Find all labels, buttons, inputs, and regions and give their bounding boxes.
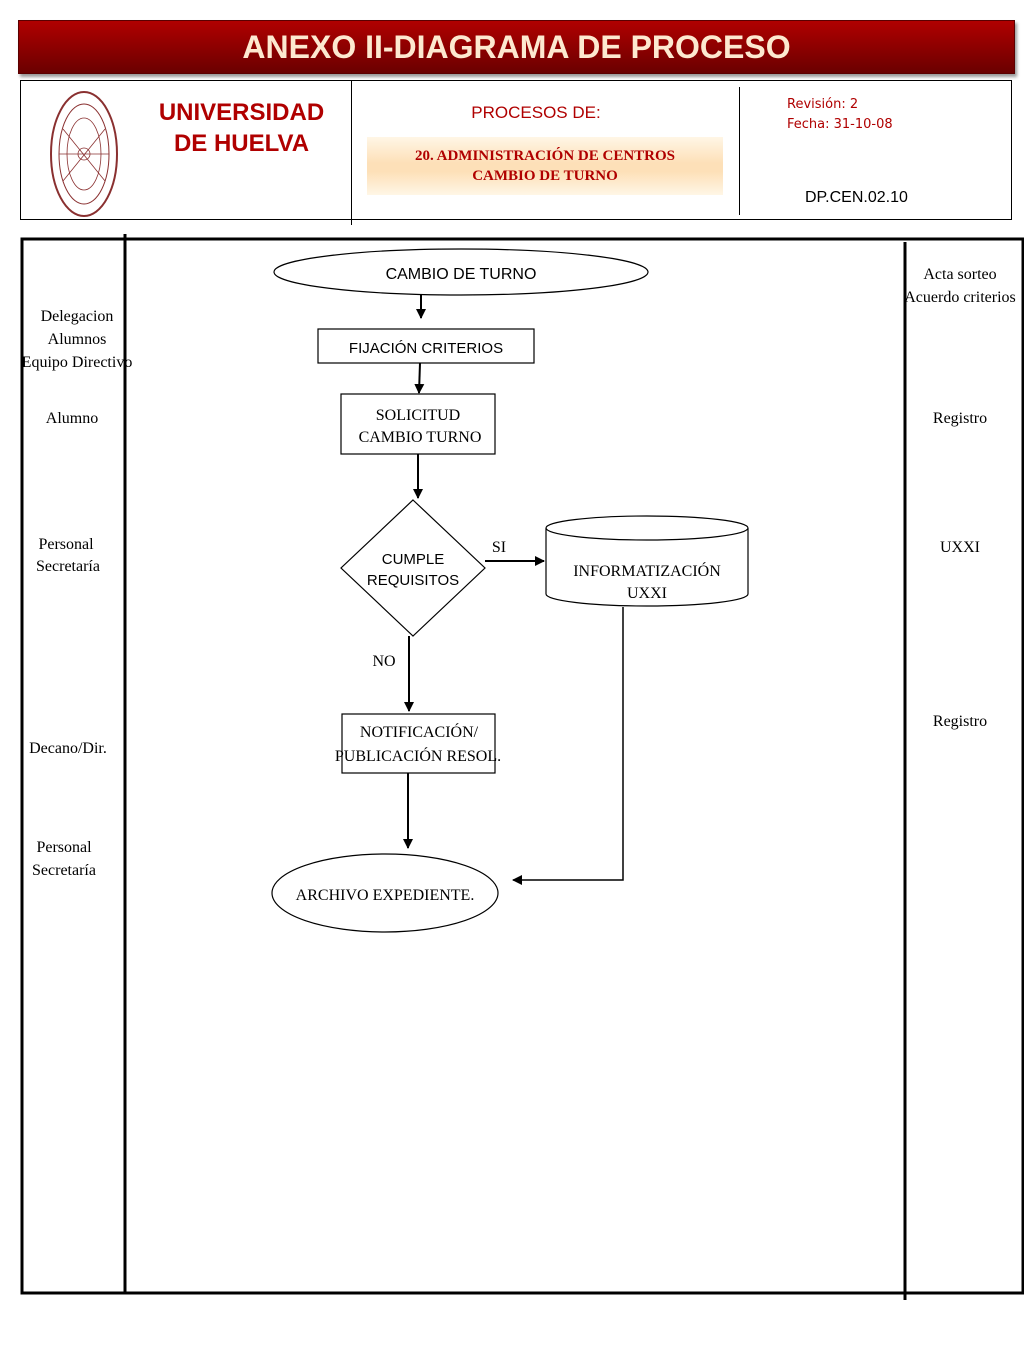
- procesos-label: PROCESOS DE:: [471, 103, 601, 122]
- role-secretaria-2: Secretaría: [32, 862, 96, 879]
- revision-info: Revisión: 2 Fecha: 31-10-08: [787, 95, 893, 135]
- node-fijacion: [317, 328, 535, 364]
- fecha-text: Fecha: 31-10-08: [787, 117, 893, 132]
- edge-no-label: NO: [372, 653, 395, 670]
- edge-fijacion-solicitud: [414, 362, 425, 394]
- revision-text: Revisión: 2: [787, 97, 859, 112]
- node-informatizacion-top: [545, 515, 749, 541]
- node-cumple-line-1: CUMPLE: [382, 551, 445, 568]
- record-registro-2: Registro: [933, 713, 987, 730]
- role-personal-2: Personal: [36, 839, 92, 856]
- role-alumno: Alumno: [46, 410, 98, 427]
- process-title-box: 20. ADMINISTRACIÓN DE CENTROS CAMBIO DE …: [367, 137, 723, 195]
- node-fijacion-label: FIJACIÓN CRITERIOS: [349, 340, 503, 357]
- record-acta-2: Acuerdo criterios: [904, 289, 1016, 306]
- node-notificacion-line-1: NOTIFICACIÓN/: [360, 722, 479, 741]
- document-header: UNIVERSIDAD DE HUELVA PROCESOS DE: 20. A…: [20, 80, 1012, 225]
- node-solicitud-line-1: SOLICITUD: [376, 407, 460, 424]
- university-seal-icon: [50, 91, 118, 217]
- process-diagram: Delegacion Alumnos Equipo Directivo Alum…: [20, 234, 1024, 1300]
- node-cumple: [340, 499, 486, 637]
- node-informatizacion: [545, 528, 749, 607]
- edge-informatizacion-archivo: [512, 607, 624, 885]
- node-start: [273, 248, 649, 296]
- node-solicitud-line-2: CAMBIO TURNO: [359, 429, 482, 446]
- role-personal-1: Personal: [38, 536, 94, 553]
- role-delegacion-1: Delegacion: [41, 308, 114, 325]
- role-delegacion-2: Alumnos: [48, 331, 107, 348]
- university-line-2: DE HUELVA: [173, 130, 310, 157]
- role-delegacion-3: Equipo Directivo: [22, 354, 133, 371]
- node-notificacion-line-2: PUBLICACIÓN RESOL.: [335, 746, 501, 765]
- process-line-2: CAMBIO DE TURNO: [472, 168, 618, 184]
- node-notificacion: [341, 713, 496, 774]
- diagram-frame: [20, 237, 1024, 1295]
- role-decano: Decano/Dir.: [29, 740, 107, 757]
- document-code: DP.CEN.02.10: [805, 189, 908, 206]
- node-start-label: CAMBIO DE TURNO: [386, 266, 537, 283]
- edge-si-label: SI: [492, 539, 506, 556]
- node-informatizacion-line-1: INFORMATIZACIÓN: [573, 561, 721, 580]
- header-divider-1: [351, 81, 352, 225]
- page-banner: ANEXO II-DIAGRAMA DE PROCESO: [18, 20, 1015, 74]
- banner-title: ANEXO II-DIAGRAMA DE PROCESO: [242, 28, 791, 65]
- university-name: UNIVERSIDAD DE HUELVA: [149, 97, 334, 159]
- node-archivo: [271, 853, 499, 933]
- process-line-1: 20. ADMINISTRACIÓN DE CENTROS: [414, 148, 676, 164]
- role-secretaria-1: Secretaría: [36, 558, 100, 575]
- node-cumple-line-2: REQUISITOS: [367, 572, 459, 589]
- record-uxxi: UXXI: [940, 539, 980, 556]
- record-registro-1: Registro: [933, 410, 987, 427]
- node-archivo-label: ARCHIVO EXPEDIENTE.: [296, 887, 475, 904]
- record-acta-1: Acta sorteo: [923, 266, 996, 283]
- node-informatizacion-line-2: UXXI: [627, 585, 667, 602]
- university-line-1: UNIVERSIDAD: [158, 99, 325, 126]
- header-divider-2: [739, 87, 740, 215]
